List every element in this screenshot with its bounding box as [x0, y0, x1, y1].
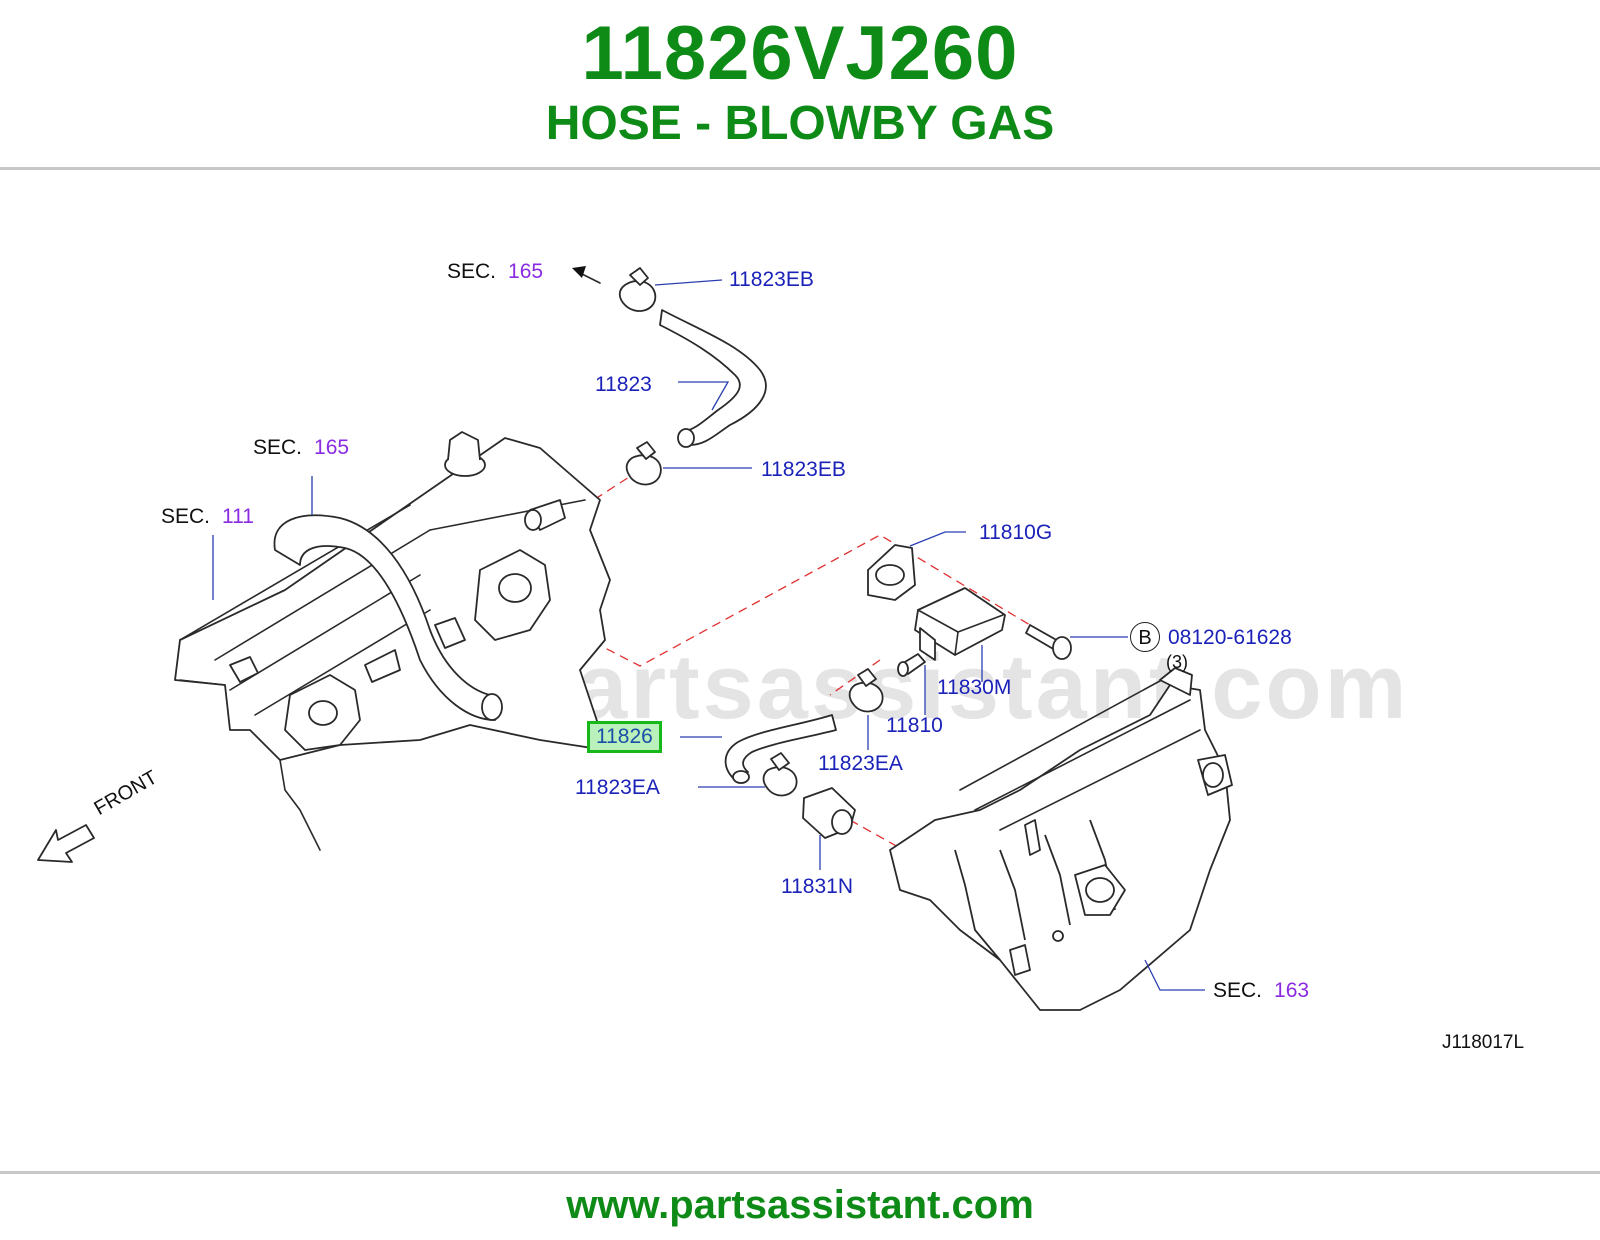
label-part-11810g[interactable]: 11810G	[979, 521, 1053, 544]
clamp-top-drawing	[618, 267, 657, 312]
label-sec-163[interactable]: SEC. 163	[1213, 979, 1309, 1003]
front-arrow-icon	[37, 824, 95, 863]
sec-number: 111	[222, 505, 254, 528]
leader-11823	[678, 381, 730, 411]
label-part-11826-highlighted[interactable]: 11826	[587, 721, 662, 753]
clamp-mid-drawing	[625, 441, 662, 486]
guide-line-valve	[829, 659, 881, 696]
leader-sec163	[1144, 959, 1205, 991]
part-number-title: 11826VJ260	[581, 11, 1019, 96]
hose-11823-drawing	[659, 309, 767, 448]
sec-number: 163	[1274, 979, 1310, 1002]
footer-website-link[interactable]: www.partsassistant.com	[566, 1183, 1034, 1227]
engine-head-drawing	[174, 431, 611, 851]
label-sec-111[interactable]: SEC. 111	[161, 505, 254, 529]
guide-line-gasket-bolt	[904, 549, 1036, 629]
clamp-11823ea-left-drawing	[762, 752, 798, 797]
label-part-11830m[interactable]: 11830M	[937, 676, 1012, 699]
diagram-code: J118017L	[1442, 1032, 1525, 1053]
sec-prefix: SEC.	[253, 436, 303, 459]
bolt-08120-drawing	[1025, 624, 1072, 660]
connector-11831n-drawing	[802, 787, 856, 839]
header-divider	[0, 167, 1600, 170]
leader-11823eb-top	[654, 279, 723, 286]
sec-prefix: SEC.	[161, 505, 211, 528]
header: 11826VJ260 HOSE - BLOWBY GAS	[0, 0, 1600, 168]
clamp-11823ea-right-drawing	[848, 668, 884, 713]
intake-manifold-drawing	[889, 667, 1233, 1011]
footer-divider	[0, 1171, 1600, 1174]
label-part-11823[interactable]: 11823	[595, 373, 652, 396]
label-sec-165-top[interactable]: SEC. 165	[447, 260, 543, 284]
sec-prefix: SEC.	[447, 260, 497, 283]
sec-number: 165	[314, 436, 350, 459]
label-part-11823eb-top[interactable]: 11823EB	[729, 268, 814, 291]
gasket-11810g-drawing	[867, 544, 916, 601]
parts-diagram: www.partsassistant.com	[0, 170, 1600, 1170]
part-name-subtitle: HOSE - BLOWBY GAS	[545, 97, 1055, 150]
label-part-11810[interactable]: 11810	[886, 714, 943, 737]
label-part-08120-61628[interactable]: 08120-61628	[1168, 626, 1292, 649]
sec-number: 165	[508, 260, 544, 283]
leader-11810g	[909, 531, 966, 547]
fitting-11810-drawing	[897, 653, 926, 677]
label-part-11831n[interactable]: 11831N	[781, 875, 854, 898]
guide-line-gasket	[579, 534, 906, 667]
hose-11826-drawing	[724, 714, 837, 784]
label-sec-165-engine[interactable]: SEC. 165	[253, 436, 349, 460]
sec-prefix: SEC.	[1213, 979, 1263, 1002]
label-part-11823ea-left[interactable]: 11823EA	[575, 776, 660, 799]
label-part-11823ea-right[interactable]: 11823EA	[818, 752, 903, 775]
valve-11830m-drawing	[914, 587, 1006, 661]
label-part-11823eb-mid[interactable]: 11823EB	[761, 458, 846, 481]
label-quantity: (3)	[1166, 652, 1188, 672]
diagram-drawing	[37, 266, 1233, 1011]
callout-b-circle: B	[1130, 622, 1160, 652]
